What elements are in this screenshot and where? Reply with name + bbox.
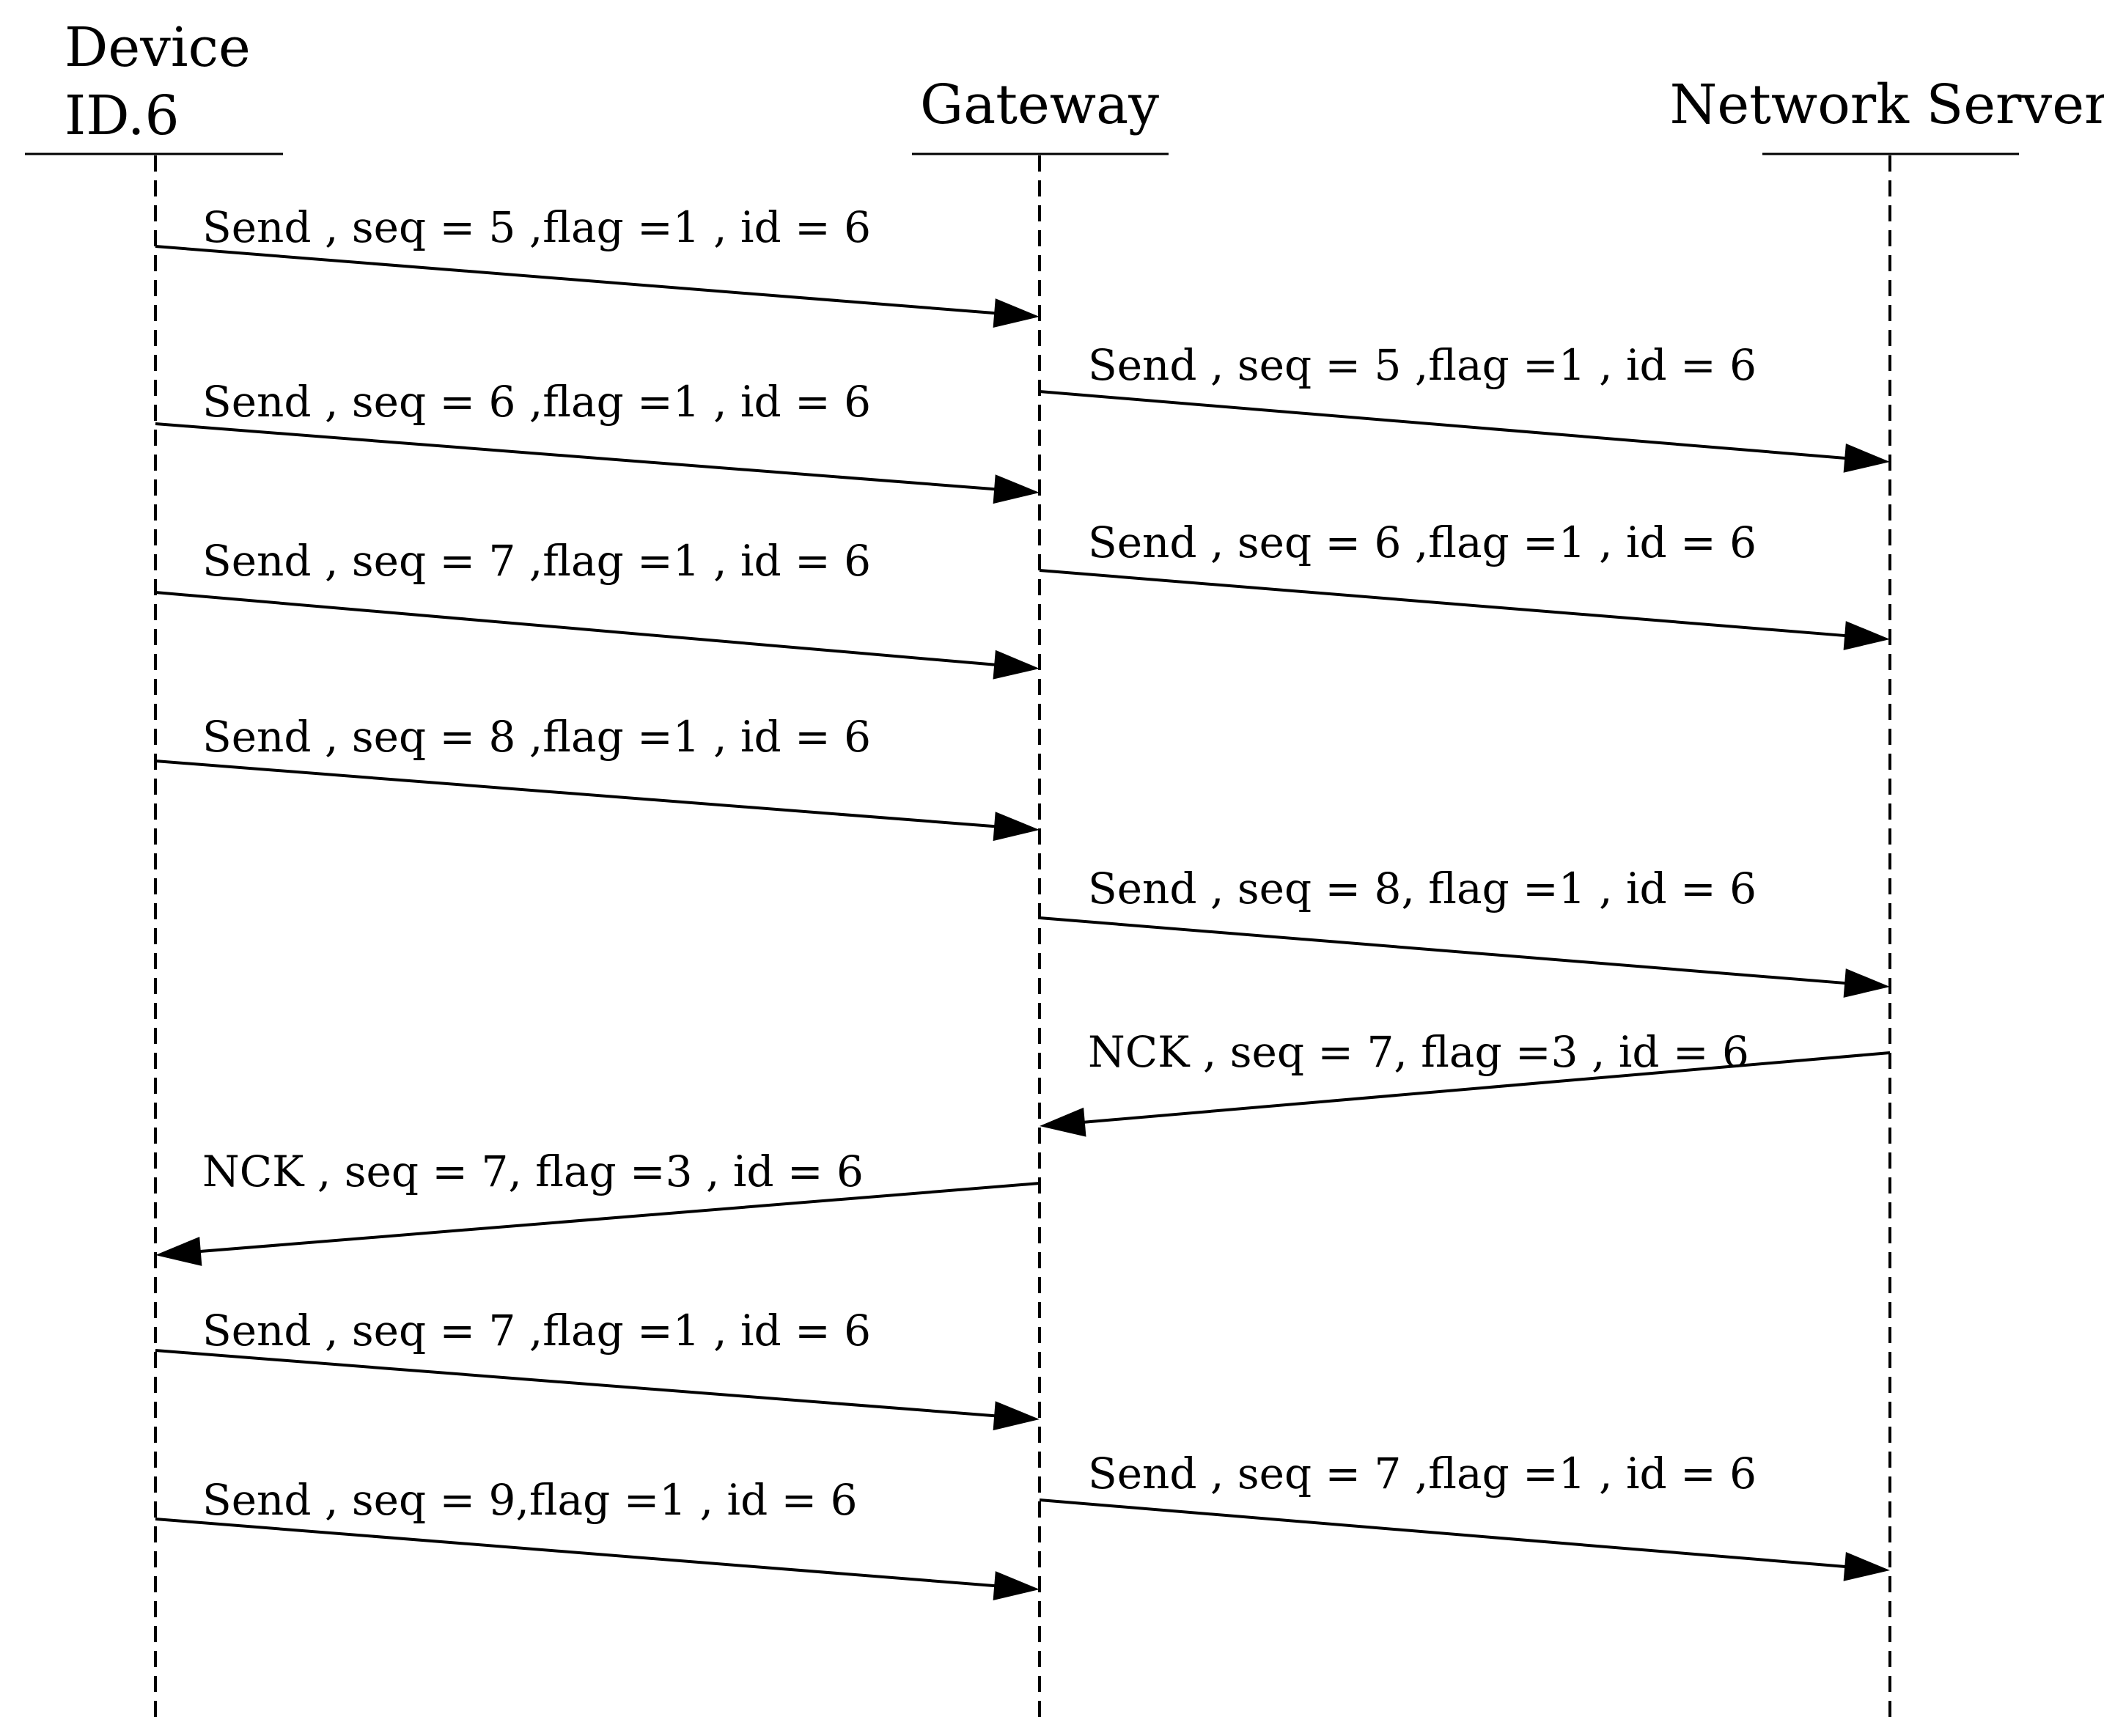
participant-title-device: Device [65,16,251,79]
message-label: NCK , seq = 7, flag =3 , id = 6 [1088,1027,1749,1077]
message-arrow-line [197,1182,1040,1254]
arrowhead-icon [993,812,1040,842]
message: Send , seq = 8, flag =1 , id = 6 [1039,864,1890,998]
message: Send , seq = 7 ,flag =1 , id = 6 [155,536,1040,680]
message-label: Send , seq = 9,flag =1 , id = 6 [202,1475,858,1525]
message-arrow-line [155,760,998,828]
message-label: NCK , seq = 7, flag =3 , id = 6 [202,1147,864,1196]
arrowhead-icon [993,474,1040,504]
message-arrow-line [1039,1498,1848,1569]
message-label: Send , seq = 7 ,flag =1 , id = 6 [202,1306,871,1356]
participant-title-server: Network Server [1670,73,2104,136]
message-arrow-line [1039,390,1848,460]
arrowhead-icon [993,650,1040,680]
message-arrow-line [155,422,998,491]
arrowhead-icon [1843,1552,1890,1581]
message-arrow-line [155,1518,998,1588]
participant-server: Network Server [1670,73,2104,1717]
message: Send , seq = 7 ,flag =1 , id = 6 [155,1306,1040,1431]
arrowhead-icon [1843,444,1890,473]
arrowhead-icon [1843,621,1890,650]
arrowhead-icon [155,1237,202,1266]
message-label: Send , seq = 6 ,flag =1 , id = 6 [1088,518,1757,567]
message: NCK , seq = 7, flag =3 , id = 6 [1040,1027,1891,1137]
message-arrow-line [155,1349,998,1418]
message-arrow-line [1039,916,1848,985]
message: Send , seq = 5 ,flag =1 , id = 6 [1039,340,1890,473]
message: Send , seq = 7 ,flag =1 , id = 6 [1039,1449,1890,1581]
message-label: Send , seq = 7 ,flag =1 , id = 6 [202,536,871,586]
message-label: Send , seq = 8 ,flag =1 , id = 6 [202,712,871,762]
message-arrow-line [155,591,998,667]
message-label: Send , seq = 5 ,flag =1 , id = 6 [202,202,871,252]
message: Send , seq = 9,flag =1 , id = 6 [155,1475,1040,1600]
message: Send , seq = 5 ,flag =1 , id = 6 [155,202,1040,328]
arrowhead-icon [993,1571,1040,1600]
message-label: Send , seq = 6 ,flag =1 , id = 6 [202,377,871,427]
arrowhead-icon [993,298,1040,328]
message-label: Send , seq = 8, flag =1 , id = 6 [1088,864,1757,913]
arrowhead-icon [1040,1107,1086,1137]
message-arrow-line [1039,569,1848,638]
message: Send , seq = 6 ,flag =1 , id = 6 [1039,518,1890,650]
message: NCK , seq = 7, flag =3 , id = 6 [155,1147,1040,1266]
messages: Send , seq = 5 ,flag =1 , id = 6 Send , s… [155,202,1891,1600]
participant-title-device: ID.6 [65,84,180,147]
participant-gateway: Gateway [912,73,1169,1717]
message: Send , seq = 6 ,flag =1 , id = 6 [155,377,1040,504]
message-label: Send , seq = 5 ,flag =1 , id = 6 [1088,340,1757,390]
message-label: Send , seq = 7 ,flag =1 , id = 6 [1088,1449,1757,1498]
message: Send , seq = 8 ,flag =1 , id = 6 [155,712,1040,842]
message-arrow-line [1081,1051,1891,1125]
participant-title-gateway: Gateway [920,73,1159,136]
arrowhead-icon [1843,968,1890,998]
message-arrow-line [155,245,998,315]
arrowhead-icon [993,1401,1040,1431]
